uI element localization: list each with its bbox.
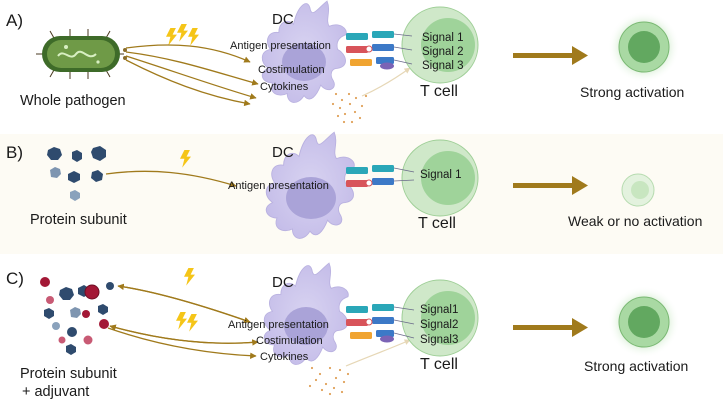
panel-c-receptors xyxy=(346,304,415,343)
panel-b-result-arrow xyxy=(513,176,588,195)
panel-b-receptors xyxy=(346,165,415,187)
panel-b-signal-1: Signal 1 xyxy=(420,169,462,181)
panel-c-signal-3: Signal3 xyxy=(420,334,458,346)
panel-a-tcell-label: T cell xyxy=(420,83,458,100)
panel-b-weak-cell-icon xyxy=(621,173,655,207)
protein-adjuvant-icon xyxy=(40,277,114,355)
panel-c-cytokines: Cytokines xyxy=(260,351,309,363)
panel-a-dc-label: DC xyxy=(272,11,294,28)
panel-c-source-label-2: + adjuvant xyxy=(22,384,89,400)
dendritic-cell-icon xyxy=(263,262,349,365)
panel-a-outcome: Strong activation xyxy=(580,84,684,100)
panel-b-background xyxy=(0,134,723,254)
panel-a-costimulation: Costimulation xyxy=(258,64,325,76)
panel-b-source-label: Protein subunit xyxy=(30,212,127,228)
panel-c-letter: C) xyxy=(6,269,24,288)
pathogen-icon xyxy=(36,29,127,79)
panel-a-arrows xyxy=(125,44,259,107)
panel-b-arrow xyxy=(105,170,237,188)
panel-c-result-arrow xyxy=(513,318,588,337)
panel-c-signal-1: Signal1 xyxy=(420,304,458,316)
panel-c-outcome: Strong activation xyxy=(584,358,688,374)
panel-c-antigen-presentation: Antigen presentation xyxy=(228,319,329,331)
panel-a-signal-1: Signal 1 xyxy=(422,32,464,44)
panel-a-cytokine-dots xyxy=(331,92,368,124)
panel-a-receptors xyxy=(346,31,413,70)
panel-a-activated-cell-icon xyxy=(608,11,680,83)
panel-b-tcell-label: T cell xyxy=(418,215,456,232)
panel-a: A) Whole pathogen xyxy=(6,0,684,124)
panel-a-source-label: Whole pathogen xyxy=(20,93,126,109)
panel-c-source-label: Protein subunit xyxy=(20,366,117,382)
protein-subunit-icon xyxy=(47,146,106,201)
panel-a-antigen-presentation: Antigen presentation xyxy=(230,40,331,52)
panel-c-cytokine-dots xyxy=(308,366,350,396)
panel-b-dc-label: DC xyxy=(272,144,294,161)
t-cell-icon xyxy=(401,139,479,217)
dendritic-cell-icon xyxy=(261,0,347,103)
panel-c-tcell-label: T cell xyxy=(420,356,458,373)
panel-a-cytokines: Cytokines xyxy=(260,81,309,93)
dendritic-cell-icon xyxy=(265,131,355,239)
t-cell-icon xyxy=(401,279,479,357)
panel-c-activated-cell-icon xyxy=(608,286,680,358)
panel-c-dc-label: DC xyxy=(272,274,294,291)
panel-a-signal-3: Signal 3 xyxy=(422,60,464,72)
lightning-icon xyxy=(166,24,199,46)
panel-b-antigen-presentation: Antigen presentation xyxy=(228,180,329,192)
panel-c-costimulation: Costimulation xyxy=(256,335,323,347)
panel-c-arrows xyxy=(107,283,259,359)
panel-c-signal-2: Signal2 xyxy=(420,319,458,331)
panel-b: B) Protein subunit DC Antigen presentati… xyxy=(6,131,702,239)
panel-b-letter: B) xyxy=(6,143,23,162)
panel-c: C) Protein subunit + adjuvant xyxy=(6,262,688,400)
panel-a-result-arrow xyxy=(513,46,588,65)
t-cell-icon xyxy=(401,6,479,84)
panel-b-outcome: Weak or no activation xyxy=(568,213,702,229)
panel-a-letter: A) xyxy=(6,11,23,30)
panel-a-signal-2: Signal 2 xyxy=(422,46,464,58)
